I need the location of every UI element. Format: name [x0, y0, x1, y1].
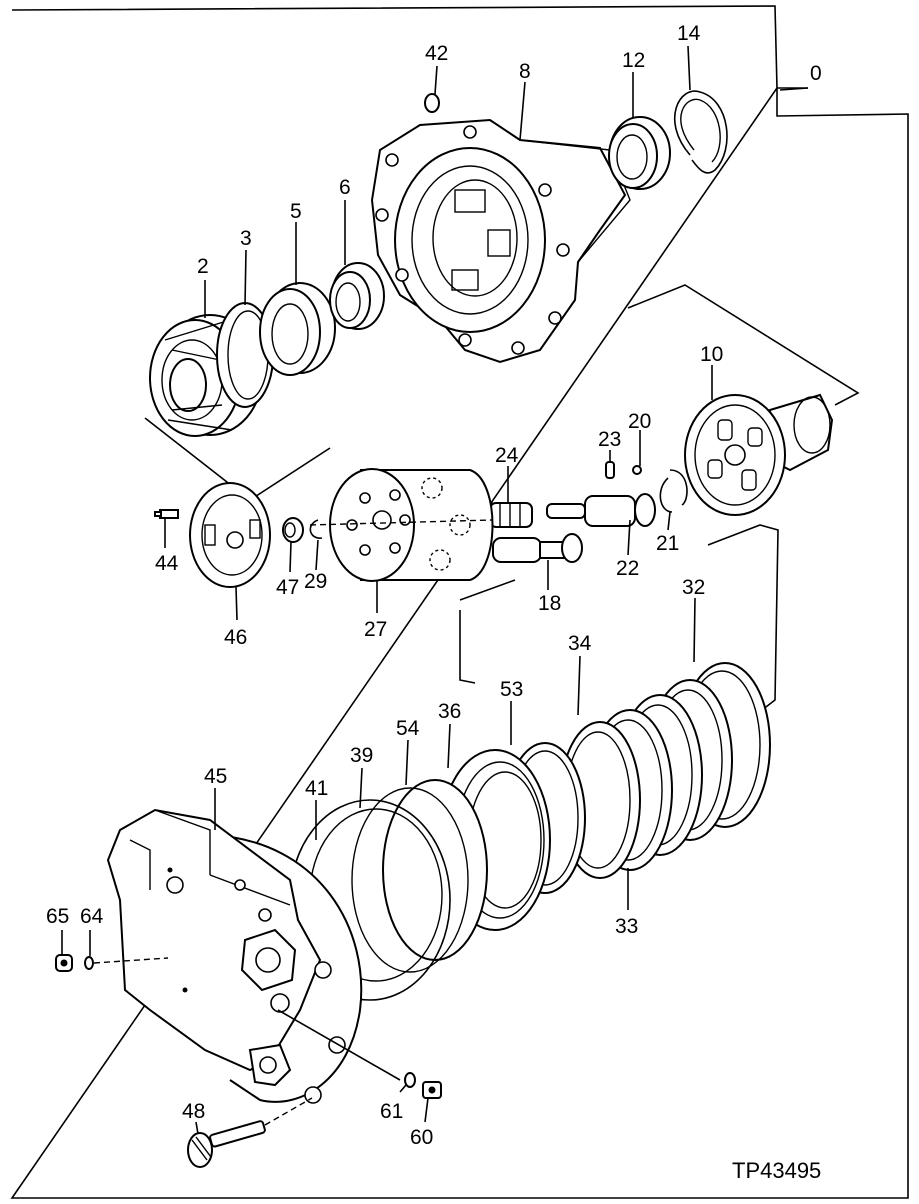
callout-60: 60: [410, 1126, 433, 1149]
part-65-plug: [55, 954, 73, 972]
callout-18: 18: [538, 592, 561, 615]
dash-axis-64: [93, 957, 169, 964]
part-42-oring: [424, 93, 440, 113]
callout-14: 14: [677, 22, 701, 45]
callout-8: 8: [519, 60, 531, 83]
callout-5: 5: [290, 200, 302, 223]
callout-3: 3: [240, 227, 252, 250]
part-60-plug: [422, 1081, 442, 1099]
callout-41: 41: [305, 777, 328, 800]
part-44-fitting: [154, 509, 179, 519]
part-27-cylinder-block: [329, 468, 494, 582]
part-23-pin: [605, 461, 615, 479]
part-22-spool: [546, 493, 656, 527]
guide-line-right: [627, 284, 860, 406]
callout-36: 36: [438, 700, 461, 723]
part-46-valve-plate: [189, 482, 271, 588]
reference-code: TP43495: [732, 1158, 821, 1183]
callout-34: 34: [568, 632, 592, 655]
callout-64: 64: [80, 905, 104, 928]
callout-54: 54: [396, 717, 420, 740]
part-12-bearing: [608, 116, 671, 190]
diagram-frame: [10, 5, 909, 1199]
callout-29: 29: [304, 570, 327, 593]
dash-axis-27: [309, 519, 493, 526]
callout-10: 10: [700, 343, 723, 366]
guide-line-mid: [459, 524, 779, 711]
part-47-spring: [282, 517, 304, 543]
callout-45: 45: [204, 765, 227, 788]
callout-32: 32: [682, 576, 705, 599]
part-34-friction-plates: [559, 679, 733, 879]
leader-lines: [61, 45, 713, 1135]
part-48-bolt: [187, 1120, 266, 1168]
leader-0: [779, 87, 809, 91]
callout-2: 2: [197, 255, 209, 278]
callout-53: 53: [500, 678, 523, 701]
callout-23: 23: [598, 428, 621, 451]
part-29-clip: [309, 519, 323, 539]
callout-46: 46: [224, 626, 247, 649]
callout-44: 44: [155, 552, 179, 575]
callout-27: 27: [364, 618, 387, 641]
part-8-housing: [370, 118, 631, 364]
part-5-bearing: [259, 282, 336, 376]
part-61-oring: [404, 1072, 416, 1088]
part-6-nut: [329, 262, 385, 330]
callout-33: 33: [615, 915, 638, 938]
part-54-ring: [382, 779, 488, 961]
part-20-ball: [632, 465, 642, 475]
callout-61: 61: [380, 1100, 403, 1123]
part-39-ring: [351, 787, 469, 973]
callout-21: 21: [656, 532, 679, 555]
part-45-motor-housing: [106, 808, 363, 1104]
callout-47: 47: [276, 576, 299, 599]
callout-20: 20: [628, 410, 651, 433]
part-18-spool: [492, 533, 583, 563]
part-14-snap-ring: [673, 90, 728, 174]
part-21-snap-ring: [659, 469, 688, 513]
callout-6: 6: [339, 176, 351, 199]
callout-65: 65: [46, 905, 69, 928]
part-64-oring: [84, 956, 94, 970]
callout-39: 39: [350, 744, 373, 767]
callout-48: 48: [182, 1100, 205, 1123]
callout-42: 42: [425, 42, 448, 65]
callout-22: 22: [616, 557, 639, 580]
dash-axis-61: [277, 1009, 401, 1081]
callout-24: 24: [495, 444, 519, 467]
callout-12: 12: [622, 49, 645, 72]
callout-labels: 0 2 3 5 6 8 10 12 14 18 20 21 22 23 24 2…: [46, 22, 822, 1183]
dash-axis-48: [264, 1097, 313, 1126]
part-10-carrier: [684, 393, 834, 516]
callout-0: 0: [810, 62, 822, 85]
